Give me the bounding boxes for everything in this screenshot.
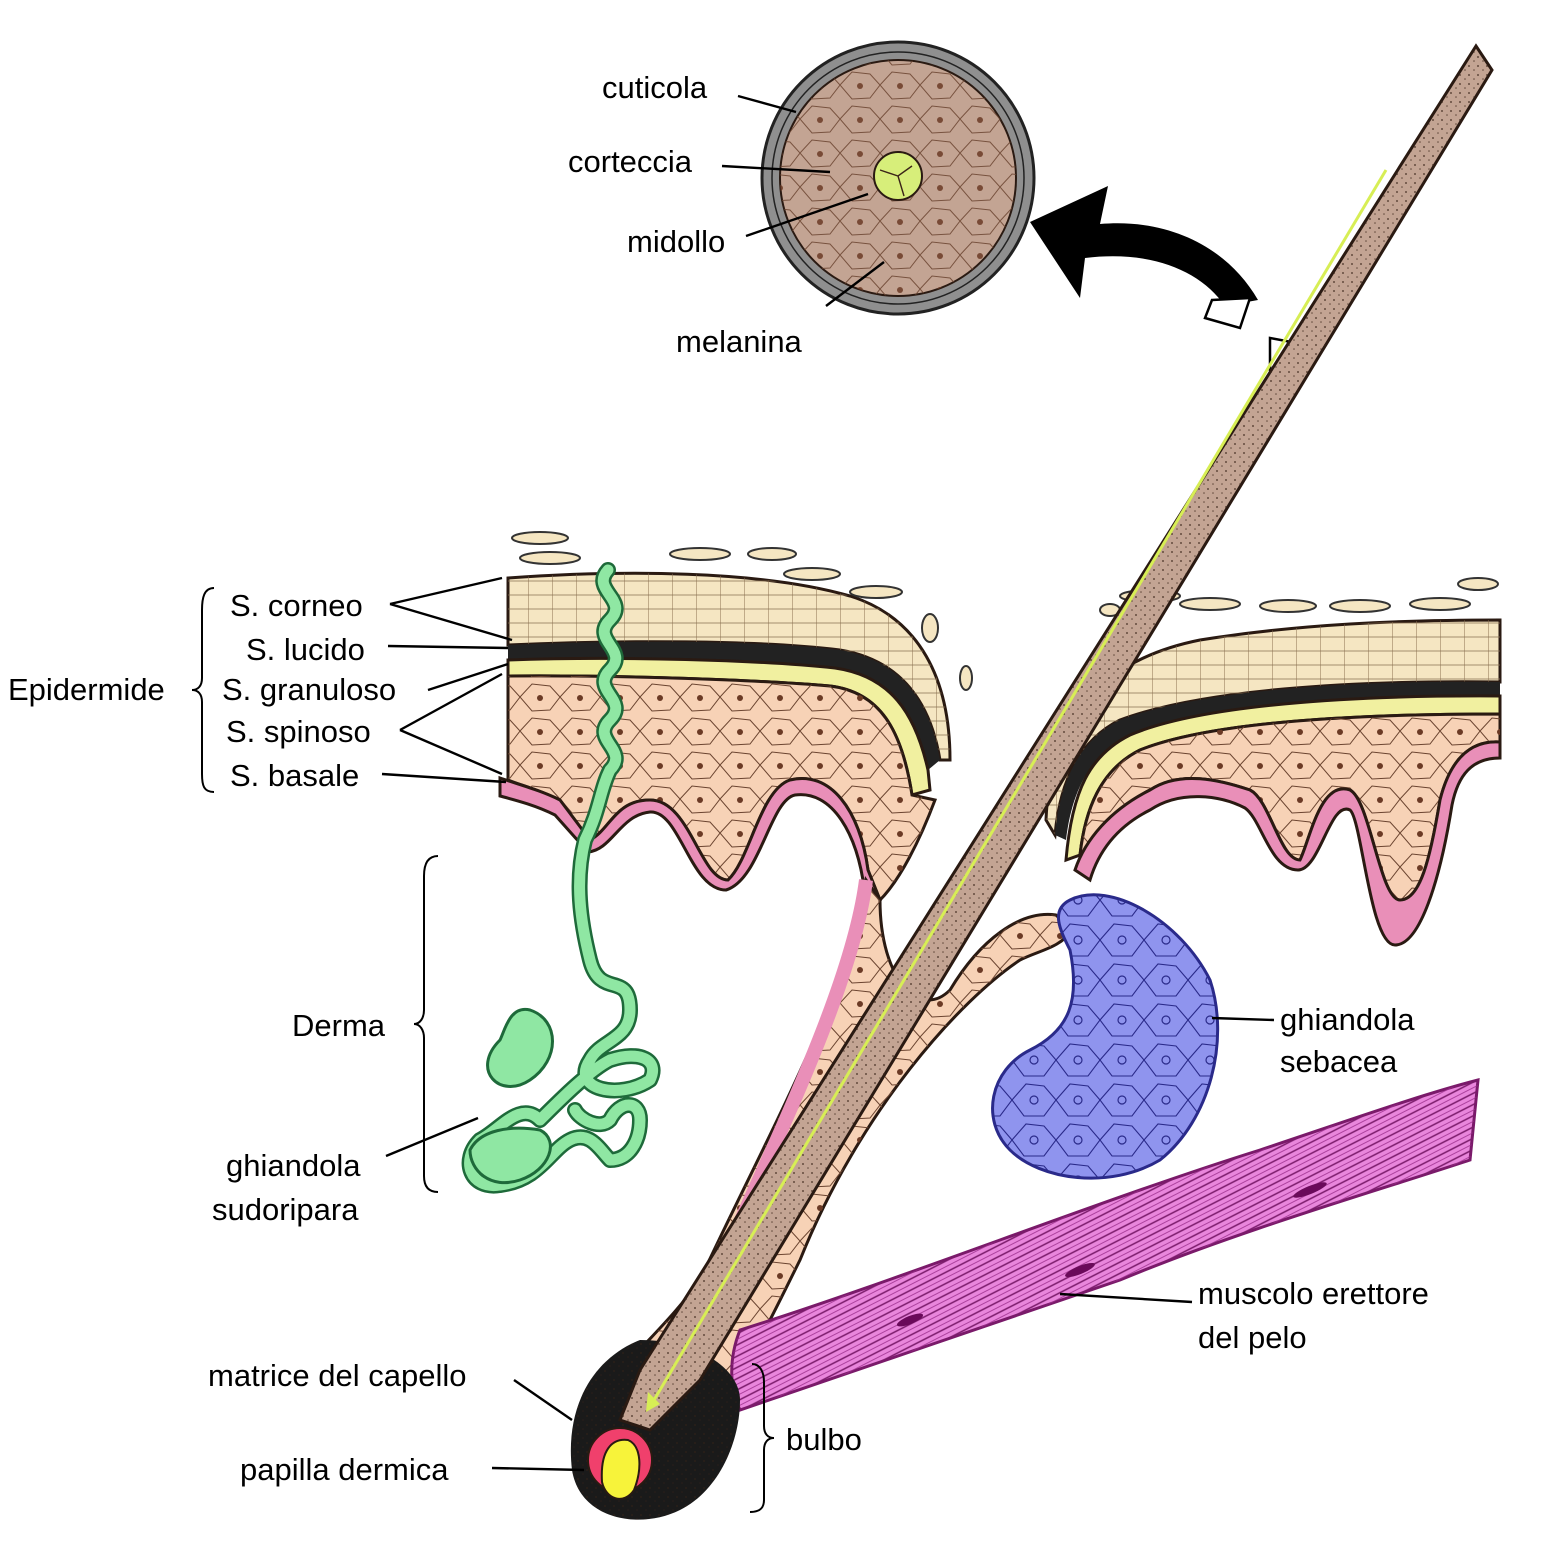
label-sudoripara-1: ghiandola (226, 1148, 361, 1183)
bulb-brace (749, 1363, 775, 1513)
hair-bulb (570, 1340, 740, 1520)
sweat-gland (461, 562, 661, 1194)
label-basale: S. basale (230, 758, 359, 793)
label-muscolo-2: del pelo (1198, 1320, 1307, 1355)
leader-lines (381, 94, 1275, 1472)
epidermis-brace (191, 587, 215, 793)
curved-arrow-icon (1030, 186, 1304, 380)
label-corneo: S. corneo (230, 588, 363, 623)
label-granuloso: S. granuloso (222, 672, 396, 707)
dermal-papilla (600, 1438, 641, 1500)
label-melanina: melanina (676, 324, 803, 359)
label-papilla: papilla dermica (240, 1452, 449, 1487)
epidermis-left (498, 531, 973, 907)
label-midollo: midollo (627, 224, 725, 259)
label-lucido: S. lucido (246, 632, 365, 667)
sebaceous-gland (991, 893, 1220, 1180)
hair-cross-section (760, 40, 1036, 316)
label-bulbo: bulbo (786, 1422, 862, 1457)
hair-shaft (618, 43, 1494, 1432)
label-sebacea-2: sebacea (1280, 1044, 1398, 1079)
label-sudoripara-2: sudoripara (212, 1192, 359, 1227)
label-epidermide: Epidermide (8, 672, 165, 707)
label-spinoso: S. spinoso (226, 714, 371, 749)
label-cuticola: cuticola (602, 70, 708, 105)
label-muscolo-1: muscolo erettore (1198, 1276, 1429, 1311)
label-corteccia: corteccia (568, 144, 693, 179)
arrector-pili-muscle (730, 1078, 1480, 1412)
label-sebacea-1: ghiandola (1280, 1002, 1415, 1037)
epidermis-right (1044, 577, 1502, 947)
label-matrice: matrice del capello (208, 1358, 466, 1393)
label-derma: Derma (292, 1008, 386, 1043)
derma-brace (413, 855, 439, 1193)
